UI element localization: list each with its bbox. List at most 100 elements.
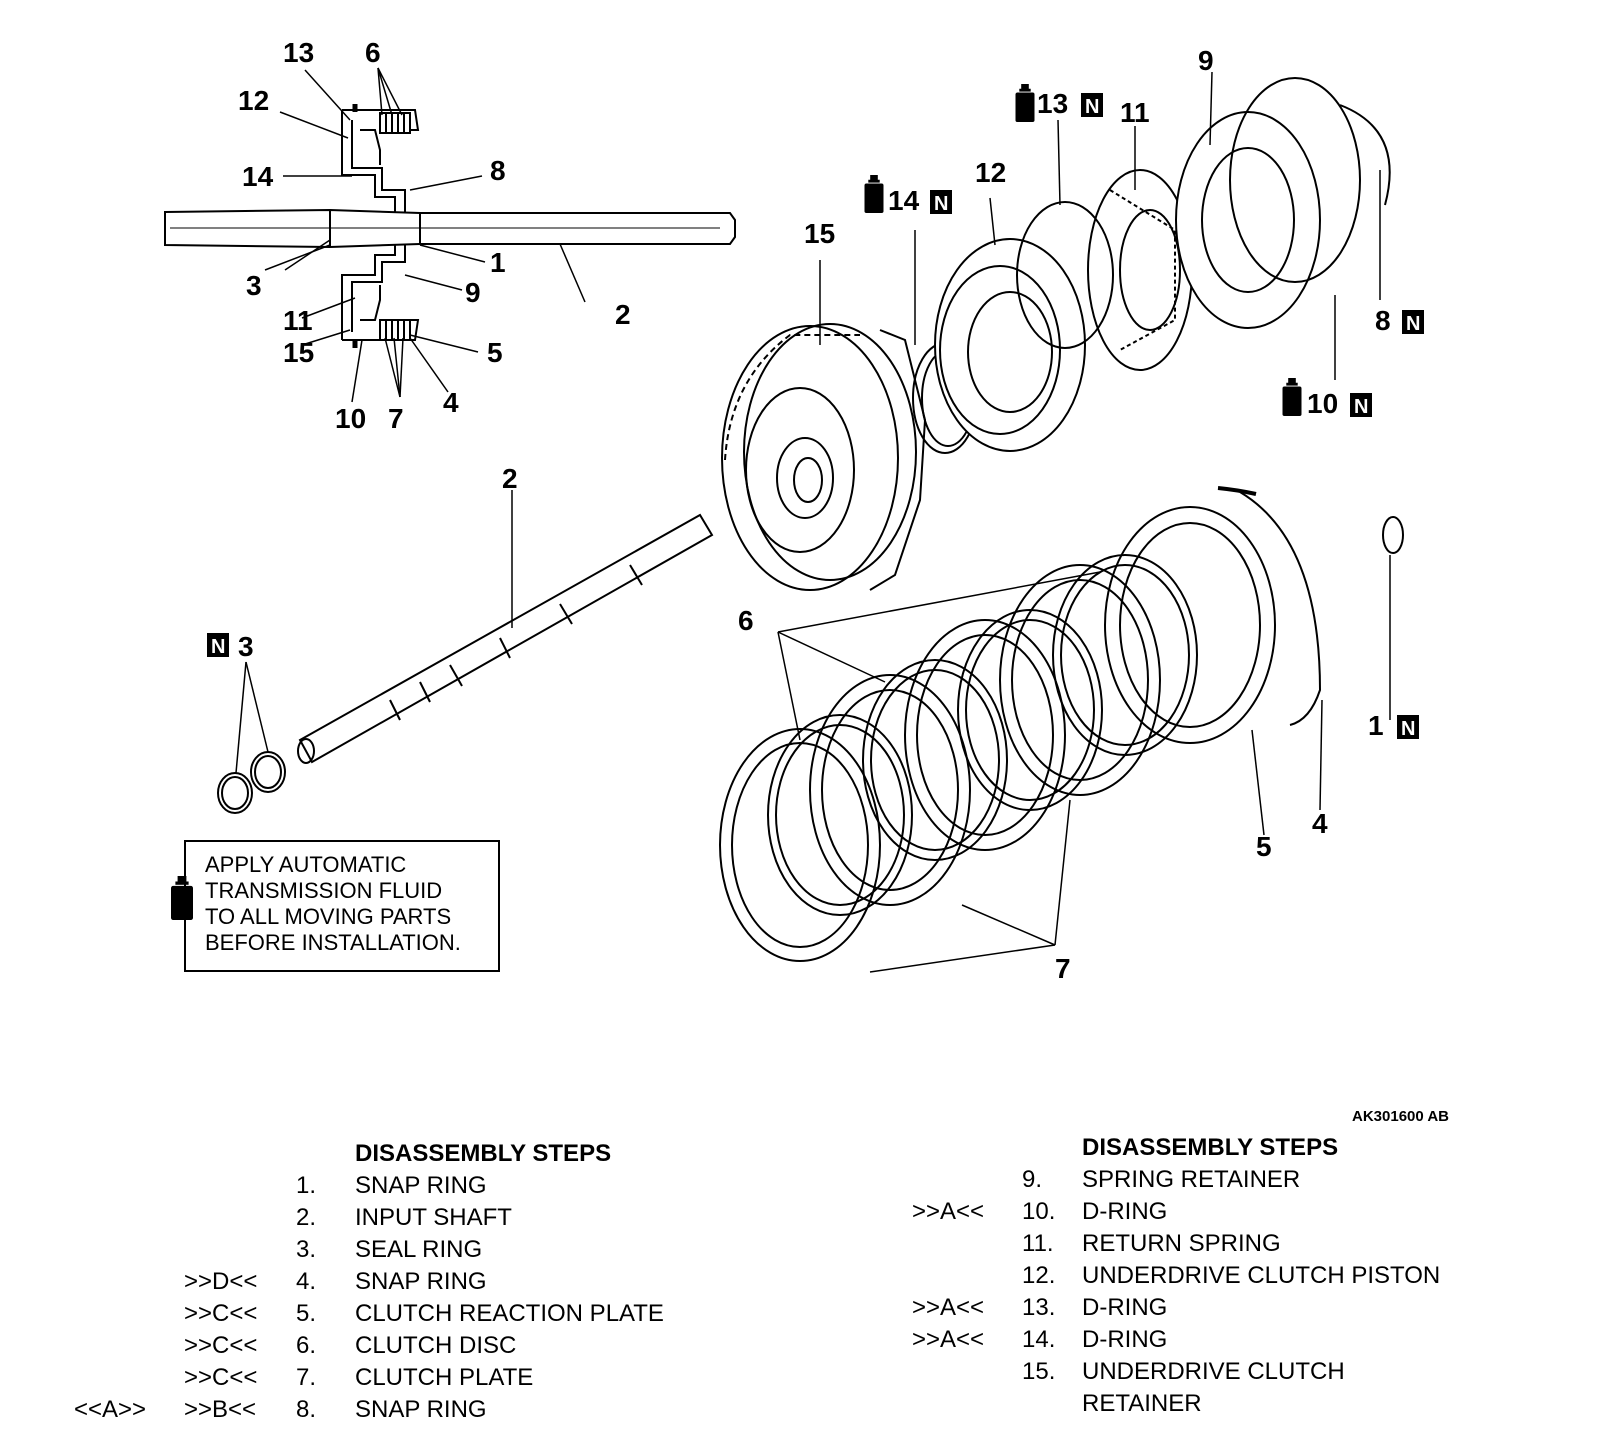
- callout-15: 15: [283, 337, 314, 368]
- document-code: AK301600 AB: [1352, 1108, 1449, 1125]
- svg-text:N: N: [1406, 313, 1420, 335]
- callout-2: 2: [615, 299, 631, 330]
- step-name: SNAP RING: [355, 1268, 487, 1295]
- callout-14: 14: [242, 161, 274, 192]
- step-number: 1.: [296, 1172, 317, 1199]
- clutch-plate: [904, 619, 1066, 851]
- callout-9-large: 9: [1198, 45, 1214, 76]
- step-name: CLUTCH PLATE: [355, 1364, 534, 1391]
- step-number: 13.: [1022, 1294, 1056, 1321]
- step-number: 6.: [296, 1332, 317, 1359]
- fluid-bottle-icon: [1015, 84, 1035, 122]
- steps-title: DISASSEMBLY STEPS: [1082, 1134, 1339, 1161]
- svg-text:N: N: [934, 193, 948, 215]
- callout-4: 4: [443, 387, 459, 418]
- piston-and-rings: [912, 77, 1391, 454]
- callout-13: 13: [283, 37, 314, 68]
- svg-text:N: N: [1085, 96, 1099, 118]
- step-number: 11.: [1022, 1230, 1054, 1257]
- fluid-bottle-icon: [864, 175, 884, 213]
- fluid-note-text: APPLY AUTOMATIC TRANSMISSION FLUID TO AL…: [205, 852, 461, 956]
- step-name: CLUTCH REACTION PLATE: [355, 1300, 664, 1327]
- step-number: 12.: [1022, 1262, 1056, 1289]
- callout-11-large: 11: [1120, 97, 1150, 128]
- clutch-retainer: [721, 323, 927, 591]
- pack-callout-labels: 6 1 N 4 5 7: [738, 605, 1419, 984]
- svg-text:N: N: [211, 636, 225, 658]
- new-part-icon: [930, 190, 952, 214]
- procedure-mark: >>C<<: [184, 1332, 258, 1359]
- callout-14-large: 14: [888, 185, 920, 216]
- step-number: 9.: [1022, 1166, 1043, 1193]
- new-part-icon: [1402, 310, 1424, 334]
- step-name: SPRING RETAINER: [1082, 1166, 1301, 1193]
- step-number: 5.: [296, 1300, 317, 1327]
- clutch-disc: [767, 714, 913, 916]
- callout-3: 3: [246, 270, 262, 301]
- step-number: 3.: [296, 1236, 317, 1263]
- callout-6: 6: [365, 37, 381, 68]
- step-name: D-RING: [1082, 1198, 1168, 1225]
- new-part-icon: [207, 633, 229, 657]
- step-name: SEAL RING: [355, 1236, 483, 1263]
- callout-15-large: 15: [804, 218, 835, 249]
- upper-leaders: [819, 71, 1381, 380]
- step-name: RETAINER: [1082, 1390, 1202, 1417]
- input-shaft: [217, 490, 714, 814]
- steps-title: DISASSEMBLY STEPS: [355, 1140, 612, 1167]
- clutch-reaction-plate: [1104, 506, 1276, 744]
- step-name: D-RING: [1082, 1294, 1168, 1321]
- procedure-mark: >>A<<: [912, 1294, 985, 1321]
- step-name: CLUTCH DISC: [355, 1332, 517, 1359]
- fluid-bottle-icon: [1282, 378, 1302, 416]
- callout-12: 12: [238, 85, 269, 116]
- step-name: UNDERDRIVE CLUTCH PISTON: [1082, 1262, 1441, 1289]
- step-number: 4.: [296, 1268, 317, 1295]
- svg-text:N: N: [1354, 396, 1368, 418]
- step-number: 14.: [1022, 1326, 1056, 1353]
- procedure-mark: >>A<<: [912, 1198, 985, 1225]
- callout-8-large: 8: [1375, 305, 1391, 336]
- shaft-callout-labels: 2 N 3: [207, 463, 518, 662]
- step-number: 15.: [1022, 1358, 1056, 1385]
- callout-3-large: 3: [238, 631, 254, 662]
- step-number: 7.: [296, 1364, 317, 1391]
- procedure-mark: >>C<<: [184, 1364, 258, 1391]
- callout-12-large: 12: [975, 157, 1006, 188]
- clutch-disc: [862, 659, 1008, 861]
- step-name: SNAP RING: [355, 1396, 487, 1423]
- procedure-mark: <<A>>: [74, 1396, 147, 1423]
- note-line: TRANSMISSION FLUID: [205, 878, 443, 903]
- note-line: BEFORE INSTALLATION.: [205, 930, 461, 955]
- clutch-plate: [809, 674, 971, 906]
- clutch-plate: [999, 564, 1161, 796]
- step-name: RETURN SPRING: [1082, 1230, 1281, 1257]
- callout-13-large: 13: [1037, 88, 1068, 119]
- section-callout-labels: 13 6 12 14 8 3 1 9 2 11 15 5 10 7 4: [238, 37, 631, 434]
- callout-2-large: 2: [502, 463, 518, 494]
- cross-section-view: [164, 67, 736, 403]
- clutch-pack: [719, 486, 1404, 973]
- procedure-mark: >>B<<: [184, 1396, 257, 1423]
- step-name: INPUT SHAFT: [355, 1204, 512, 1231]
- snap-ring-4: [1239, 491, 1322, 726]
- fluid-note-box: [184, 840, 500, 972]
- step-name: D-RING: [1082, 1326, 1168, 1353]
- callout-8: 8: [490, 155, 506, 186]
- callout-10: 10: [335, 403, 366, 434]
- procedure-mark: >>D<<: [184, 1268, 258, 1295]
- callout-5-large: 5: [1256, 831, 1272, 862]
- note-line: APPLY AUTOMATIC: [205, 852, 407, 877]
- callout-5: 5: [487, 337, 503, 368]
- callout-9: 9: [465, 277, 481, 308]
- step-number: 8.: [296, 1396, 317, 1423]
- new-part-icon: [1350, 393, 1372, 417]
- clutch-disc: [1052, 554, 1198, 756]
- callout-1-large: 1: [1368, 710, 1384, 741]
- callout-7: 7: [388, 403, 404, 434]
- new-part-icon: [1081, 93, 1103, 117]
- procedure-mark: >>A<<: [912, 1326, 985, 1353]
- step-name: SNAP RING: [355, 1172, 487, 1199]
- callout-7-large: 7: [1055, 953, 1071, 984]
- callout-4-large: 4: [1312, 808, 1328, 839]
